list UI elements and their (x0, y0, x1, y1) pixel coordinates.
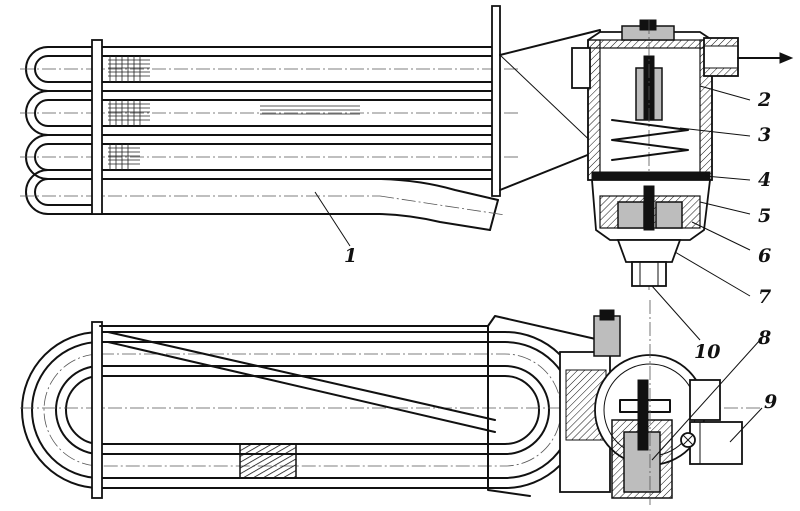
callout-6: 6 (758, 245, 771, 267)
callout-8: 8 (757, 327, 771, 349)
callout-5: 5 (758, 205, 771, 227)
top-tube-bundle (20, 5, 601, 231)
callout-4: 4 (758, 169, 771, 191)
callout-7: 7 (758, 286, 771, 308)
bottom-valve-assembly (559, 300, 743, 505)
callout-10: 10 (694, 341, 720, 363)
callout-2: 2 (757, 89, 771, 111)
callout-9: 9 (764, 391, 777, 413)
leader-lines (314, 85, 763, 461)
callout-3: 3 (758, 124, 771, 146)
callout-1: 1 (344, 245, 357, 267)
callout-labels: 1 2 3 4 5 6 7 8 9 10 (344, 89, 777, 413)
top-valve-assembly (571, 19, 794, 290)
